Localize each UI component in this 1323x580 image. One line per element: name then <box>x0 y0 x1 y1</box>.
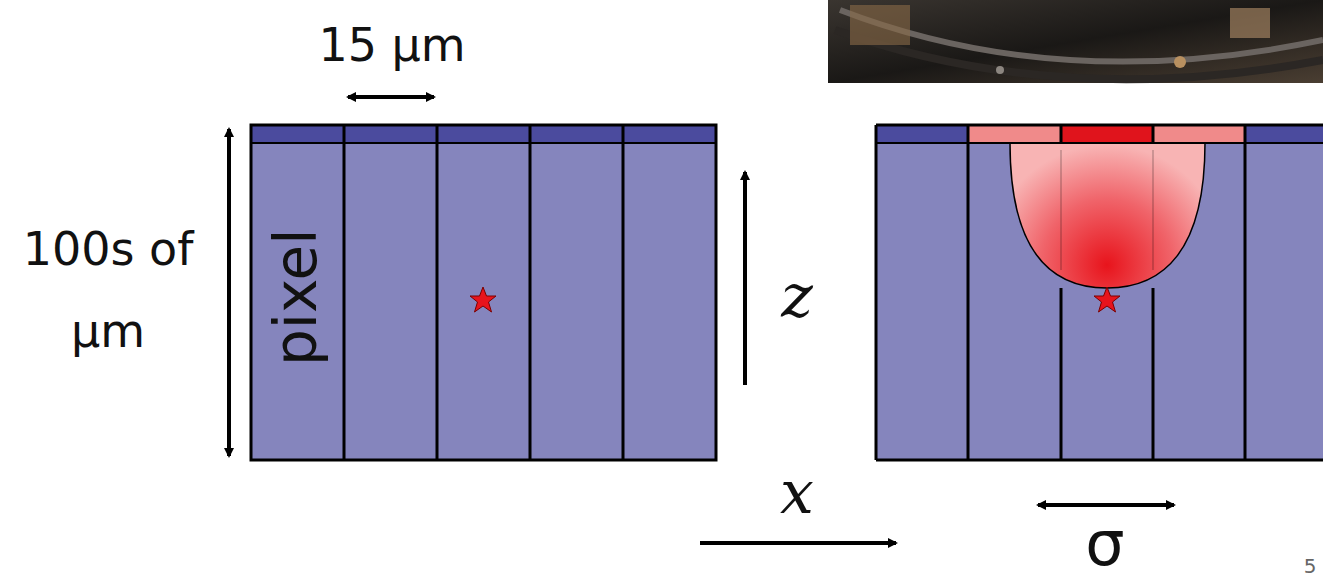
part-label: pixel <box>264 228 331 365</box>
page-number: 5 <box>1304 555 1317 578</box>
symbol-label: σ <box>1085 508 1124 579</box>
axis-label: z <box>781 262 813 331</box>
axis-label: x <box>780 458 814 527</box>
photo <box>828 0 1323 83</box>
dimension-arrows <box>229 97 1174 543</box>
dimension-label: 100s of µm <box>3 208 213 372</box>
pixel-array <box>251 125 716 460</box>
dimension-label: 15 µm <box>318 19 465 72</box>
pixel-array-charged <box>876 125 1323 460</box>
